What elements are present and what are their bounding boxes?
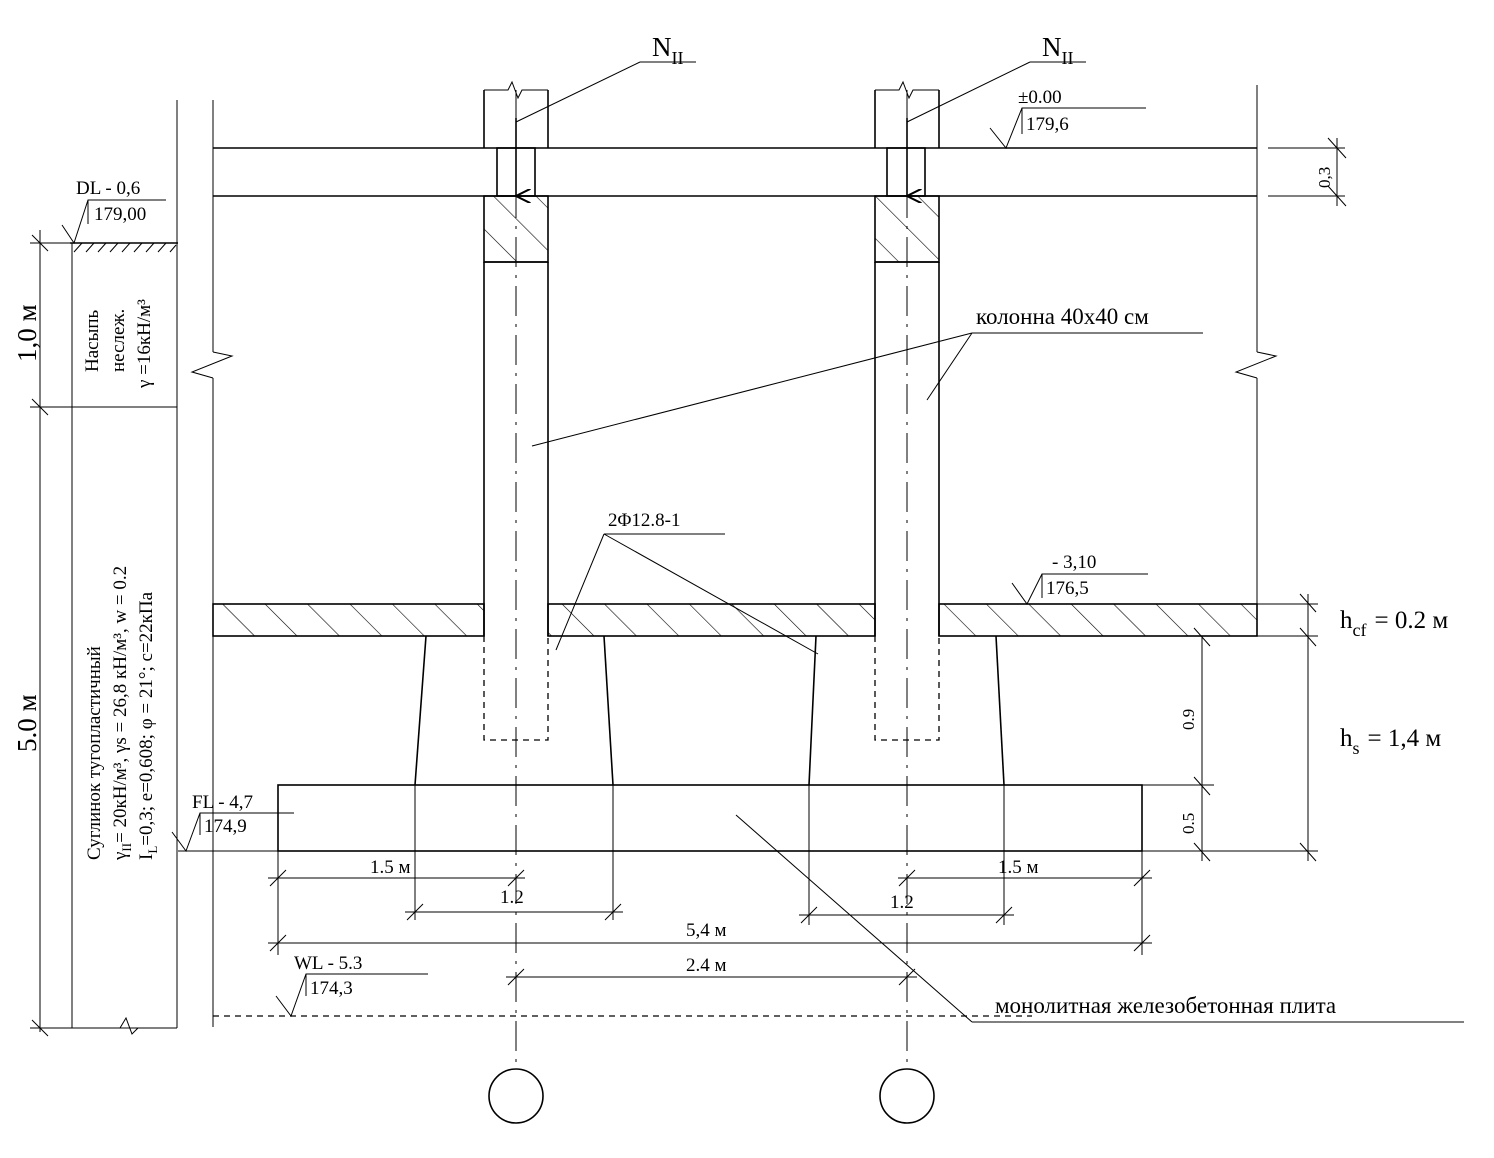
- column-top-left: [483, 80, 549, 148]
- svg-text:Суглинок тугопластичный: Суглинок тугопластичный: [84, 646, 105, 860]
- plate-label: монолитная железобетонная плита: [735, 814, 1464, 1023]
- slab-thickness-dimension: 0,3: [1268, 137, 1347, 207]
- pedestal-right: [808, 635, 1005, 786]
- svg-text:hcf= 0.2 м: hcf= 0.2 м: [1340, 607, 1448, 640]
- svg-text:Насыпь: Насыпь: [82, 309, 103, 372]
- column-top-right: [874, 80, 940, 148]
- pedestal-plate-dimension: 0.9 0.5: [1142, 627, 1214, 862]
- ground-hatch: [73, 242, 177, 253]
- load-label-left: NII: [652, 32, 684, 68]
- level-mark-fl: FL - 4,7 174,9: [171, 792, 294, 853]
- svg-text:179,6: 179,6: [1026, 114, 1069, 135]
- axis-marker-left: [488, 1068, 544, 1124]
- svg-text:DL - 0,6: DL - 0,6: [76, 178, 140, 199]
- column-core-right: [886, 147, 926, 197]
- svg-text:IL=0,3; e=0,608; φ = 21°; c=2: IL=0,3; e=0,608; φ = 21°; c=22кПа: [136, 591, 160, 860]
- svg-text:5.0 м: 5.0 м: [12, 694, 42, 752]
- level-mark-zero: ±0.00 179,6: [989, 87, 1146, 149]
- svg-text:5,4 м: 5,4 м: [686, 920, 727, 941]
- layer-heights-dimension: 1,0 м 5.0 м: [12, 230, 72, 1037]
- svg-text:0.5: 0.5: [1179, 813, 1198, 834]
- overhang-dimension-right: 1.5 м: [898, 851, 1152, 955]
- level-mark-floor: - 3,10 176,5: [1011, 552, 1148, 605]
- load-leader-left: [515, 61, 641, 123]
- svg-text:γII= 20кН/м³, γs = 26,8 кН/м³,: γII= 20кН/м³, γs = 26,8 кН/м³, w = 0.2: [110, 566, 134, 861]
- svg-text:174,3: 174,3: [310, 978, 353, 999]
- soil-column: [70, 100, 178, 1035]
- column-label: колонна 40х40 см: [531, 304, 1203, 447]
- floor-slab-middle: [547, 603, 876, 637]
- svg-text:FL - 4,7: FL - 4,7: [192, 792, 253, 813]
- soil-layer-1-description: Насыпь неслеж. γ =16кН/м³: [82, 299, 155, 389]
- rebar-label: 2Φ12.8-1: [555, 510, 819, 655]
- hs-dimension: hs= 1,4 м: [1152, 636, 1441, 862]
- svg-text:174,9: 174,9: [204, 816, 247, 837]
- pedestal-dimension-right: 1.2: [799, 785, 1014, 925]
- foundation-plate: [277, 784, 1143, 852]
- level-mark-wl: WL - 5.3 174,3: [275, 953, 428, 1018]
- hcf-dimension: hcf= 0.2 м: [1200, 593, 1448, 647]
- svg-text:179,00: 179,00: [94, 204, 146, 225]
- svg-text:±0.00: ±0.00: [1018, 87, 1062, 108]
- svg-text:1.5 м: 1.5 м: [998, 857, 1039, 878]
- pedestal-dimension-left: 1.2: [405, 785, 623, 921]
- svg-text:176,5: 176,5: [1046, 578, 1089, 599]
- svg-text:γ =16кН/м³: γ =16кН/м³: [134, 299, 155, 389]
- svg-text:0,3: 0,3: [1315, 167, 1334, 188]
- load-leader-right: [906, 61, 1031, 123]
- column-spacing-dimension: 2.4 м: [506, 955, 917, 986]
- load-label-right: NII: [1042, 32, 1074, 68]
- svg-text:1,0 м: 1,0 м: [12, 304, 42, 362]
- floor-slab-left: [212, 603, 485, 637]
- svg-text:неслеж.: неслеж.: [108, 309, 129, 372]
- svg-text:2Φ12.8-1: 2Φ12.8-1: [608, 510, 680, 531]
- svg-text:1.5 м: 1.5 м: [370, 857, 411, 878]
- svg-text:монолитная железобетонная плит: монолитная железобетонная плита: [995, 993, 1336, 1018]
- overhang-dimension-left: 1.5 м: [268, 851, 525, 955]
- plate-width-dimension: 5,4 м: [268, 920, 1152, 952]
- axis-marker-right: [879, 1068, 935, 1124]
- svg-text:0.9: 0.9: [1179, 709, 1198, 730]
- floor-slab-right: [938, 603, 1258, 637]
- svg-text:hs= 1,4 м: hs= 1,4 м: [1340, 725, 1441, 758]
- ground-floor-slab: [213, 147, 1257, 197]
- svg-text:2.4 м: 2.4 м: [686, 955, 727, 976]
- svg-text:1.2: 1.2: [500, 887, 524, 908]
- level-mark-dl: DL - 0,6 179,00: [61, 178, 166, 245]
- pedestal-left: [414, 635, 614, 786]
- svg-text:WL - 5.3: WL - 5.3: [294, 953, 362, 974]
- svg-text:- 3,10: - 3,10: [1052, 552, 1096, 573]
- left-break-line: [190, 100, 234, 1027]
- svg-text:1.2: 1.2: [890, 892, 914, 913]
- svg-text:колонна 40х40 см: колонна 40х40 см: [976, 304, 1149, 329]
- soil-layer-2-description: Суглинок тугопластичный γII= 20кН/м³, γs…: [84, 566, 160, 861]
- right-break-line: [1234, 85, 1278, 604]
